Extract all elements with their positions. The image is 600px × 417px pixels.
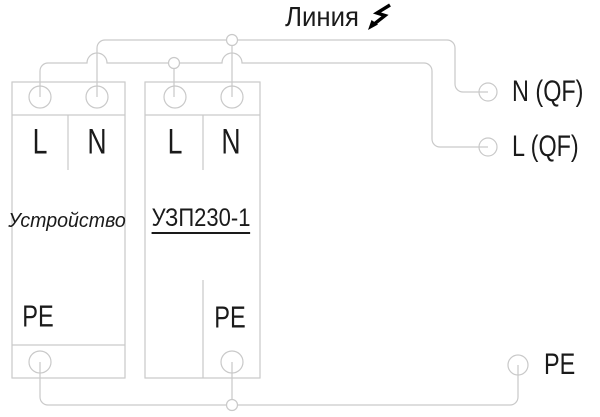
device1-terminal-PE-label: PE [22, 298, 54, 334]
device2-terminal-N-label: N [221, 122, 241, 162]
lightning-bolt-icon [368, 3, 391, 30]
external-terminal-N-label: N (QF) [512, 75, 584, 108]
external-terminal-PE-label: PE [544, 348, 576, 381]
wire-neutral [96, 39, 488, 97]
device1-terminal-N-label: N [87, 122, 107, 162]
device2-terminal-L-label: L [167, 122, 183, 162]
device1-box [11, 81, 126, 379]
wire-pe [39, 362, 519, 406]
device2-name: УЗП230-1 [151, 204, 251, 234]
diagram-title-text: Линия [285, 1, 359, 32]
junction-dot-pe [225, 398, 239, 412]
junction-dot-neutral [225, 33, 239, 47]
external-terminal-L-label: L (QF) [512, 130, 579, 163]
device1-name: Устройство [8, 210, 126, 232]
junction-dot-line [167, 56, 181, 70]
wire-line [39, 52, 488, 148]
device1-terminal-L-label: L [32, 122, 48, 162]
device2-terminal-PE-label: PE [214, 299, 246, 335]
device2-terminal-L-circle [163, 85, 187, 109]
diagram-title: Линия [282, 3, 362, 31]
